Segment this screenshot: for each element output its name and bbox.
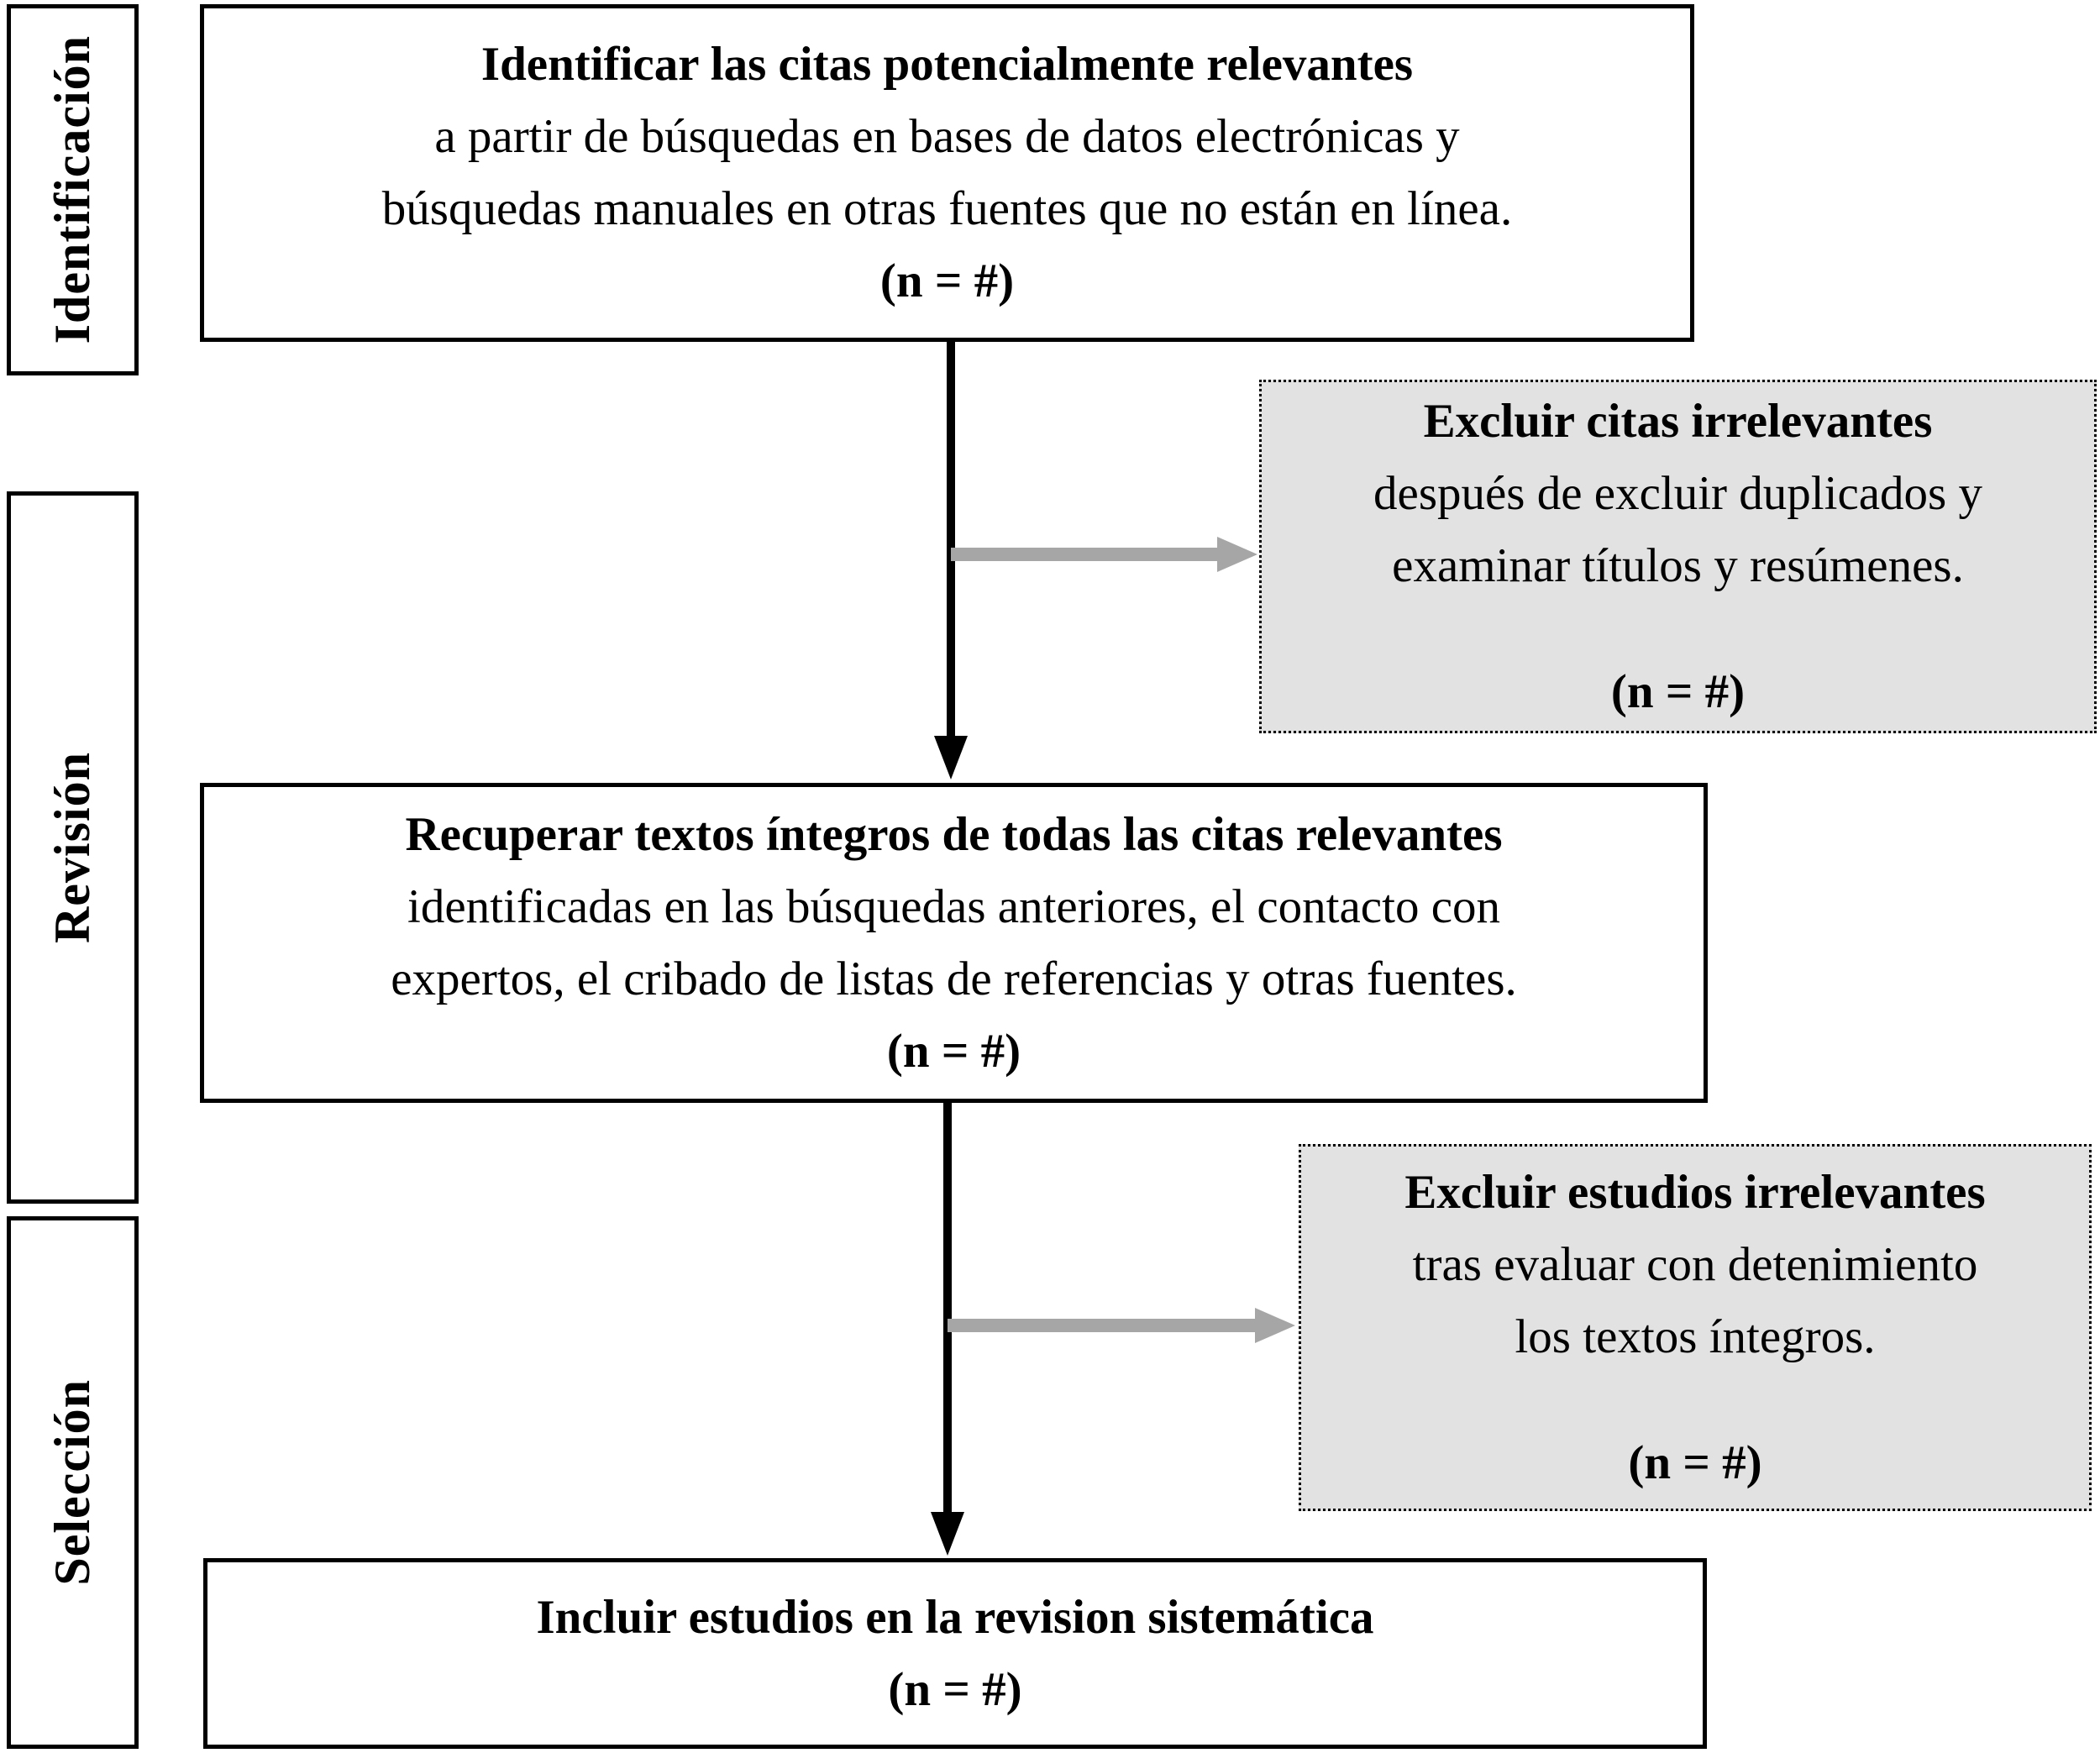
box-exclude-citations: Excluir citas irrelevantes después de ex… bbox=[1259, 380, 2097, 733]
box-exclude-studies-title: Excluir estudios irrelevantes bbox=[1404, 1165, 1986, 1219]
box-retrieve-line1: identificadas en las búsquedas anteriore… bbox=[407, 879, 1500, 933]
arrow-right-exclude-citations-shaft bbox=[951, 548, 1219, 561]
box-include-studies: Incluir estudios en la revision sistemát… bbox=[203, 1558, 1707, 1749]
box-exclude-studies-line2: los textos íntegros. bbox=[1515, 1310, 1876, 1363]
box-identify-line1: a partir de búsquedas en bases de datos … bbox=[434, 110, 1460, 163]
arrow-down-retrieve-to-include-head bbox=[931, 1512, 964, 1556]
stage-label-box-revision: Revisión bbox=[7, 491, 139, 1204]
stage-label-box-seleccion: Selección bbox=[7, 1216, 139, 1749]
arrow-right-exclude-citations-head bbox=[1217, 537, 1257, 572]
stage-label-identificacion: Identificación bbox=[45, 35, 100, 344]
arrow-right-exclude-studies-shaft bbox=[948, 1319, 1257, 1332]
arrow-right-exclude-studies-head bbox=[1255, 1308, 1295, 1343]
arrow-down-identify-to-retrieve-shaft bbox=[947, 342, 955, 737]
stage-label-revision: Revisión bbox=[45, 751, 100, 944]
box-retrieve-fulltexts: Recuperar textos íntegros de todas las c… bbox=[200, 783, 1708, 1103]
box-include-title: Incluir estudios en la revision sistemát… bbox=[536, 1590, 1374, 1644]
box-include-count: (n = #) bbox=[888, 1662, 1022, 1716]
box-exclude-citations-title: Excluir citas irrelevantes bbox=[1423, 394, 1933, 448]
box-exclude-studies-count: (n = #) bbox=[1628, 1435, 1762, 1489]
box-exclude-citations-line2: examinar títulos y resúmenes. bbox=[1392, 538, 1964, 592]
box-exclude-studies-line1: tras evaluar con detenimiento bbox=[1412, 1237, 1978, 1291]
stage-label-box-identificacion: Identificación bbox=[7, 4, 139, 375]
box-exclude-citations-count: (n = #) bbox=[1610, 664, 1746, 718]
box-identify-title: Identificar las citas potencialmente rel… bbox=[480, 38, 1414, 91]
box-exclude-citations-line1: después de excluir duplicados y bbox=[1373, 466, 1982, 520]
stage-label-seleccion: Selección bbox=[45, 1379, 100, 1586]
box-exclude-studies: Excluir estudios irrelevantes tras evalu… bbox=[1299, 1144, 2092, 1511]
arrow-down-retrieve-to-include-shaft bbox=[943, 1103, 952, 1513]
box-retrieve-count: (n = #) bbox=[886, 1024, 1021, 1078]
arrow-down-identify-to-retrieve-head bbox=[934, 736, 968, 779]
box-identify-count: (n = #) bbox=[879, 255, 1015, 307]
box-identify-citations: Identificar las citas potencialmente rel… bbox=[200, 4, 1694, 342]
box-retrieve-title: Recuperar textos íntegros de todas las c… bbox=[405, 807, 1503, 861]
box-retrieve-line2: expertos, el cribado de listas de refere… bbox=[391, 952, 1517, 1005]
box-identify-line2: búsquedas manuales en otras fuentes que … bbox=[381, 182, 1513, 235]
